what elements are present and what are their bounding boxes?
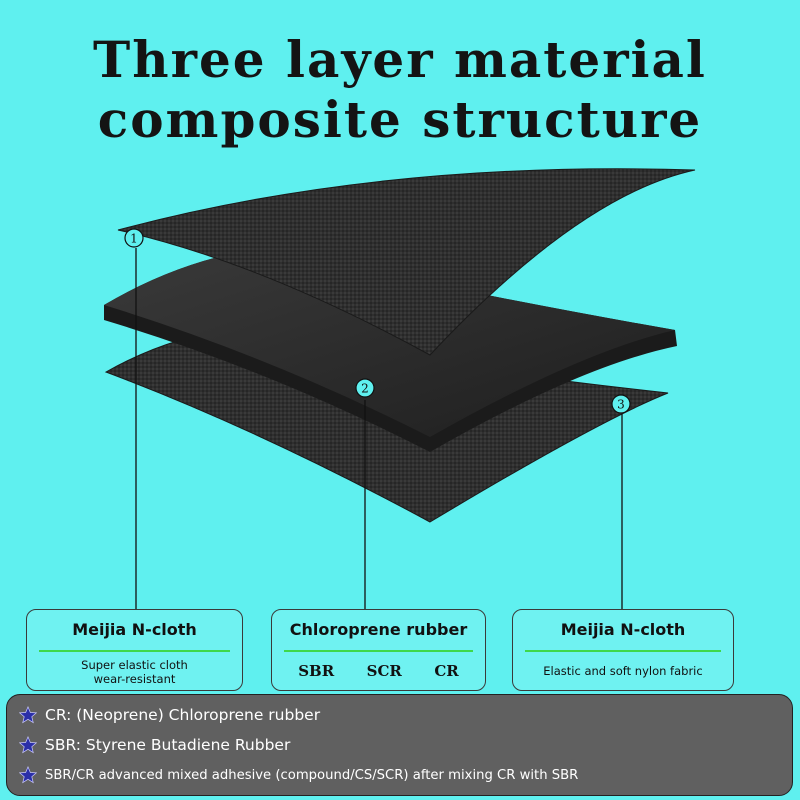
callout-3-line-1: Elastic and soft nylon fabric (543, 664, 703, 678)
marker-3: 3 (611, 394, 631, 414)
tag-scr: SCR (366, 662, 402, 680)
star-icon (19, 706, 37, 724)
tag-sbr: SBR (298, 662, 335, 680)
note-sbr: SBR: Styrene Butadiene Rubber (19, 735, 291, 755)
title-line-2: composite structure (97, 90, 703, 149)
callout-3-description: Elastic and soft nylon fabric (513, 664, 733, 678)
page-title: Three layer material composite structure (0, 30, 800, 150)
top-fabric-layer (117, 168, 696, 356)
callout-1-line-1: Super elastic cloth (81, 658, 188, 672)
callout-2-tags: SBR SCR CR (272, 662, 485, 680)
note-sbr-text: SBR: Styrene Butadiene Rubber (45, 736, 291, 754)
callout-3-heading: Meijia N-cloth (560, 620, 686, 639)
callout-meijia-n-cloth-top: Meijia N-cloth Super elastic cloth wear-… (26, 609, 243, 691)
marker-1: 1 (124, 228, 144, 248)
star-icon (19, 736, 37, 754)
callout-1-line-2: wear-resistant (93, 672, 176, 686)
callout-1-divider (39, 650, 230, 652)
marker-2: 2 (355, 378, 375, 398)
star-icon (19, 766, 37, 784)
callout-chloroprene-rubber: Chloroprene rubber SBR SCR CR (271, 609, 486, 691)
tag-cr: CR (434, 662, 459, 680)
title-line-1: Three layer material (93, 30, 707, 89)
marker-2-label: 2 (361, 382, 369, 396)
note-cr-text: CR: (Neoprene) Chloroprene rubber (45, 706, 321, 724)
note-sbr-cr-text: SBR/CR advanced mixed adhesive (compound… (45, 767, 579, 783)
callout-2-divider (284, 650, 473, 652)
callout-1-heading: Meijia N-cloth (72, 620, 197, 639)
marker-1-label: 1 (130, 232, 138, 246)
callout-2-heading: Chloroprene rubber (289, 620, 468, 639)
middle-rubber-layer-top (104, 248, 675, 437)
notes-panel: CR: (Neoprene) Chloroprene rubber SBR: S… (6, 694, 793, 796)
callout-meijia-n-cloth-bottom: Meijia N-cloth Elastic and soft nylon fa… (512, 609, 734, 691)
callout-3-divider (525, 650, 721, 652)
callout-1-description: Super elastic cloth wear-resistant (27, 658, 242, 686)
note-cr: CR: (Neoprene) Chloroprene rubber (19, 705, 321, 725)
marker-3-label: 3 (617, 398, 625, 412)
note-sbr-cr: SBR/CR advanced mixed adhesive (compound… (19, 765, 579, 785)
